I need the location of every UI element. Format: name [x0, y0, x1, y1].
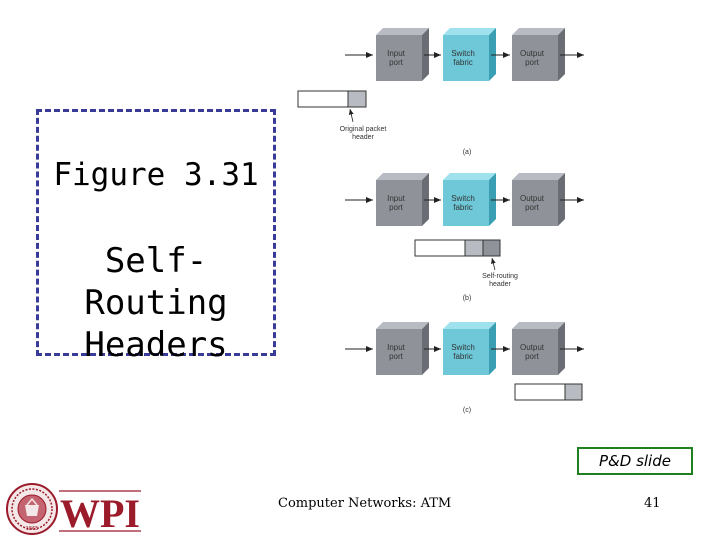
label-a: (a)	[463, 149, 472, 156]
packet-routing-header-b	[483, 240, 500, 256]
wpi-wordmark: WPI	[60, 491, 140, 536]
footer-course-title: Computer Networks: ATM	[278, 496, 451, 511]
wpi-logo: 1865 WPI	[5, 482, 145, 536]
packet-payload-a	[298, 91, 348, 107]
packet-header-c	[565, 384, 582, 400]
subtitle-line-2: Headers	[39, 324, 273, 366]
packet-payload-c	[515, 384, 565, 400]
pd-slide-badge: P&D slide	[577, 447, 693, 475]
subtitle-line-1: Self-Routing	[39, 240, 273, 324]
packet-header-a	[348, 91, 366, 107]
wpi-seal-icon: 1865	[7, 484, 57, 534]
packet-old-header-b	[465, 240, 483, 256]
figure-title: Figure 3.31	[39, 157, 273, 193]
label-b: (b)	[463, 295, 472, 302]
figure-subtitle: Self-Routing Headers	[39, 240, 273, 366]
seal-year: 1865	[26, 526, 39, 532]
title-box: Figure 3.31 Self-Routing Headers	[36, 109, 276, 356]
label-c: (c)	[463, 407, 471, 414]
packet-payload-b	[415, 240, 465, 256]
page-number: 41	[644, 496, 661, 511]
